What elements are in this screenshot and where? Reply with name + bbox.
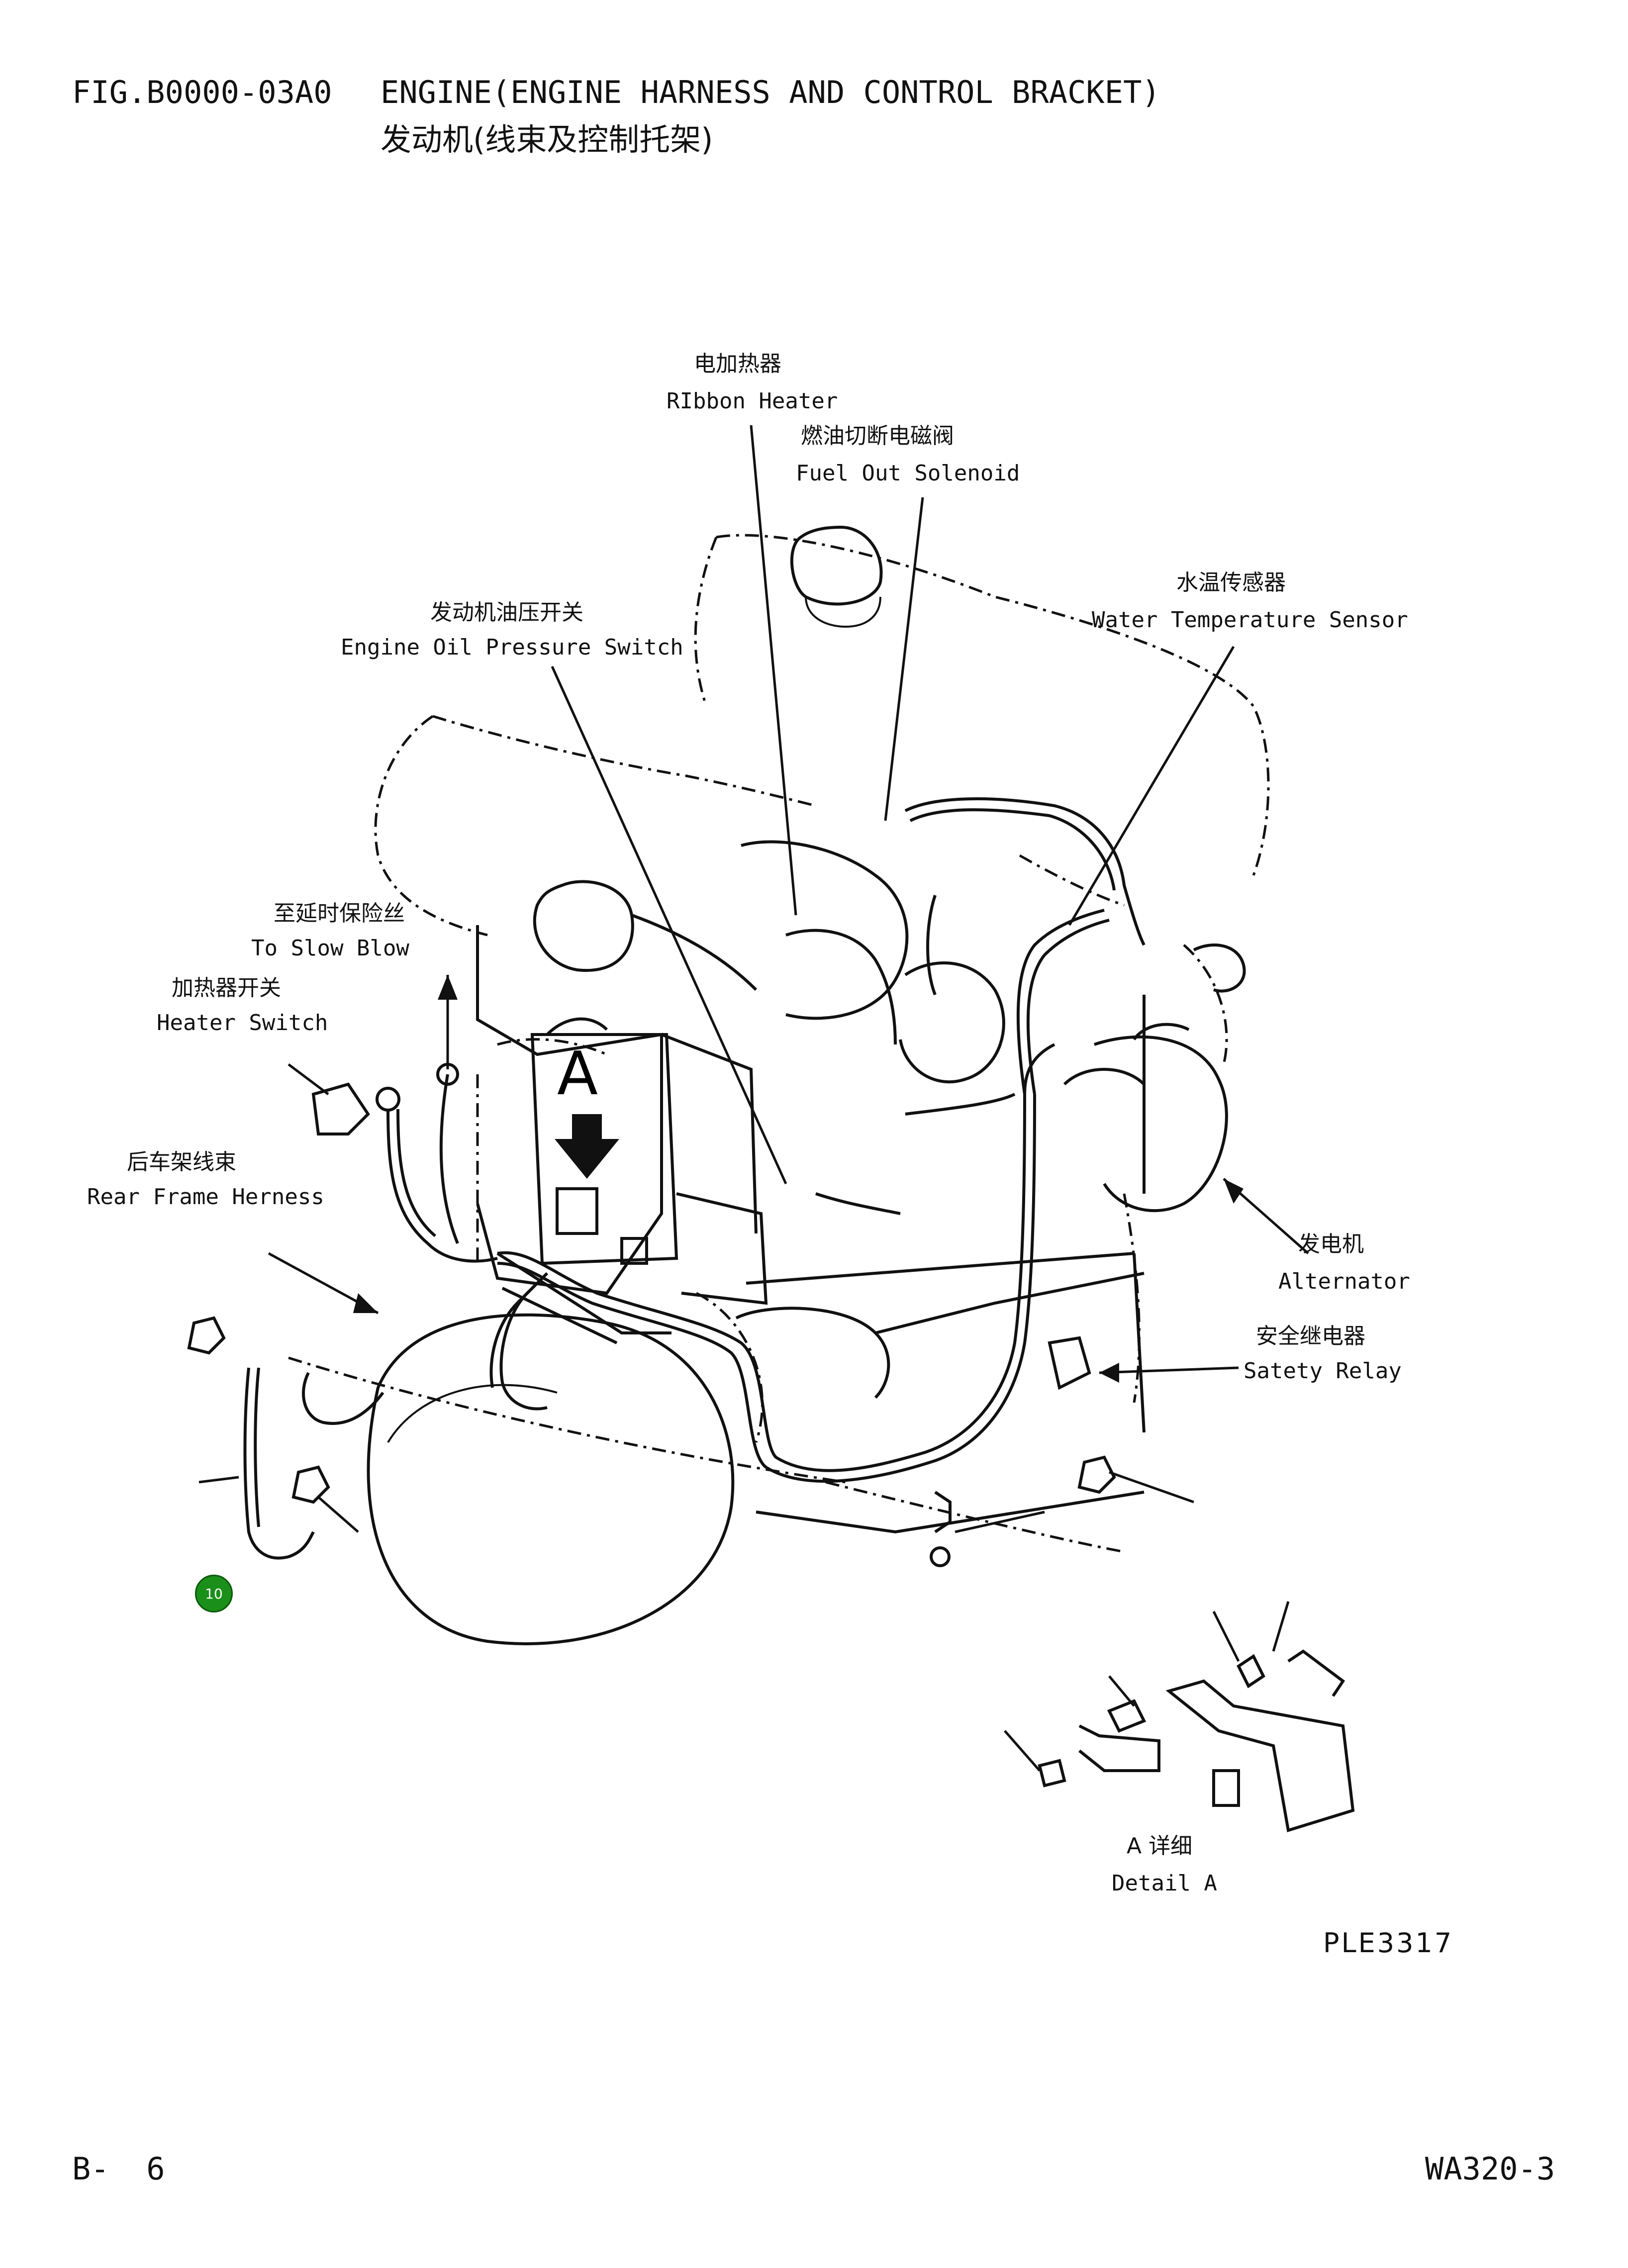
- oil-pressure-switch-label-en: Engine Oil Pressure Switch: [341, 635, 683, 660]
- fuel-out-solenoid-label-cn: 燃油切断电磁阀: [801, 423, 954, 449]
- drawing-code: PLE3317: [1323, 1927, 1454, 1959]
- ribbon-heater-label-cn: 电加热器: [694, 351, 781, 377]
- engine-outline: [288, 534, 1270, 1553]
- figure-title-cn: 发动机(线束及控制托架): [381, 121, 713, 158]
- detail-a-label-en: Detail A: [1112, 1871, 1217, 1896]
- figure-number: FIG.B0000-03A0: [72, 74, 332, 110]
- water-temp-sensor-label-en: Water Temperature Sensor: [1092, 607, 1408, 633]
- part-callout-10[interactable]: 10: [195, 1575, 233, 1612]
- water-temp-sensor-label-cn: 水温传感器: [1176, 570, 1286, 595]
- model-number: WA320-3: [1425, 2151, 1555, 2187]
- safety-relay-label-en: Satety Relay: [1244, 1358, 1402, 1384]
- ribbon-heater-label-en: RIbbon Heater: [667, 388, 838, 414]
- slow-blow-label-cn: 至延时保险丝: [274, 901, 405, 926]
- slow-blow-label-en: To Slow Blow: [251, 936, 409, 961]
- leader-lines: [198, 425, 1309, 1772]
- fuel-out-solenoid-label-en: Fuel Out Solenoid: [796, 461, 1020, 486]
- engine-body: [367, 525, 1246, 1645]
- page-number: B- 6: [72, 2151, 165, 2187]
- heater-switch-label-cn: 加热器开关: [172, 975, 281, 1001]
- heater-switch-label-en: Heater Switch: [157, 1010, 328, 1036]
- detail-a-drawing: [1038, 1649, 1355, 1832]
- view-a-letter: A: [557, 1040, 598, 1109]
- rear-frame-harness-label-en: Rear Frame Herness: [87, 1184, 324, 1210]
- figure-title-en: ENGINE(ENGINE HARNESS AND CONTROL BRACKE…: [381, 74, 1160, 110]
- rear-frame-harness-label-cn: 后车架线束: [127, 1149, 236, 1175]
- control-bracket: A: [530, 1033, 768, 1305]
- view-a-arrow: [555, 1114, 619, 1179]
- oil-pressure-switch-label-cn: 发动机油压开关: [430, 600, 583, 625]
- wire-harness: [243, 797, 1146, 1560]
- safety-relay-label-cn: 安全继电器: [1256, 1323, 1365, 1349]
- alternator-label-cn: 发电机: [1298, 1231, 1364, 1257]
- components: [187, 1063, 1146, 1567]
- alternator-label-en: Alternator: [1278, 1269, 1410, 1294]
- detail-a-label-cn: A 详细: [1127, 1833, 1193, 1859]
